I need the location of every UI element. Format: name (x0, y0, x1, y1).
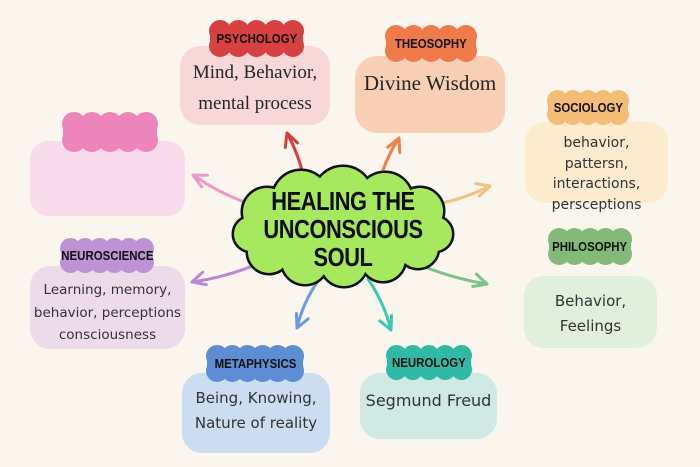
sociology-badge-label: SOCIOLOGY (553, 100, 623, 115)
sociology-badge: SOCIOLOGY (547, 90, 629, 125)
neurology-badge-label: NEUROLOGY (392, 355, 466, 370)
theosophy-box: Divine Wisdom (355, 56, 505, 133)
philosophy-text: Behavior, Feelings (554, 292, 627, 335)
neuroscience-badge-label: NEUROSCIENCE (60, 248, 154, 263)
psychology-badge-label: PSYCHOLOGY (216, 31, 297, 46)
arrow-to-metaphysics (294, 279, 320, 330)
philosophy-box: Behavior, Feelings (524, 276, 657, 348)
theosophy-text: Divine Wisdom (363, 71, 497, 95)
philosophy-badge-label: PHILOSOPHY (552, 239, 628, 254)
neuroscience-text: Learning, memory, behavior, perceptions … (33, 282, 182, 343)
central-topic-cloud: HEALING THE UNCONSCIOUS SOUL (231, 164, 455, 289)
neurology-text: Segmund Freud (365, 391, 492, 410)
theosophy-badge-label: THEOSOPHY (395, 36, 467, 51)
arrow-to-blank-node (191, 173, 249, 205)
theosophy-badge: THEOSOPHY (385, 25, 477, 62)
neurology-badge: NEUROLOGY (386, 345, 472, 380)
sociology-box: behavior, pattersn, interactions, persce… (525, 122, 668, 213)
metaphysics-box: Being, Knowing, Nature of reality (182, 373, 330, 453)
metaphysics-badge-label: METAPHYSICS (214, 356, 296, 371)
psychology-badge: PSYCHOLOGY (209, 20, 304, 57)
neurology-box: Segmund Freud (360, 373, 497, 439)
psychology-box: Mind, Behavior, mental process (180, 46, 330, 125)
neuroscience-badge: NEUROSCIENCE (60, 238, 154, 273)
central-topic-title: HEALING THE UNCONSCIOUS SOUL (263, 186, 423, 272)
arrow-to-neurology (366, 277, 394, 332)
psychology-text: Mind, Behavior, mental process (192, 62, 318, 114)
neuroscience-box: Learning, memory, behavior, perceptions … (30, 266, 185, 349)
metaphysics-text: Being, Knowing, Nature of reality (194, 389, 318, 432)
blank-node-box (30, 141, 185, 216)
blank-node-badge (62, 112, 158, 152)
philosophy-badge: PHILOSOPHY (548, 228, 632, 265)
metaphysics-badge: METAPHYSICS (206, 345, 304, 382)
sociology-text: behavior, pattersn, interactions, persce… (551, 135, 642, 213)
